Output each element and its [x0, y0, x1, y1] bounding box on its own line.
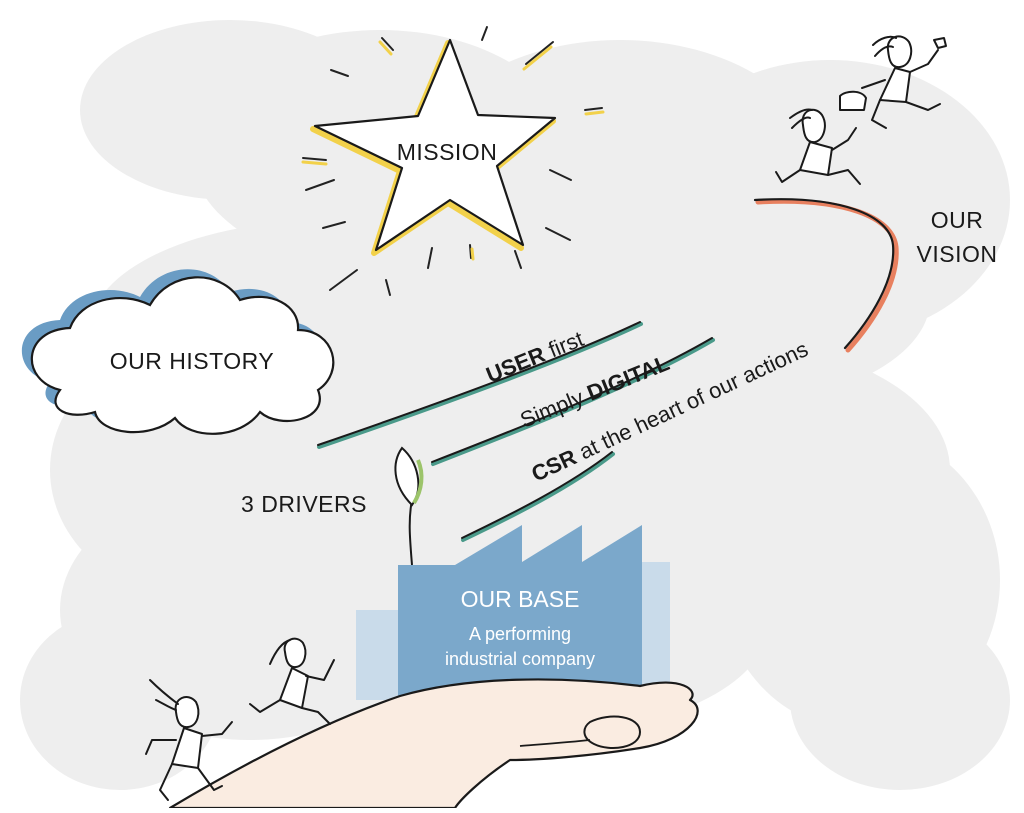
background-clouds: [20, 20, 1010, 790]
runner-figure: [775, 108, 861, 185]
history-label: OUR HISTORY: [110, 348, 274, 374]
factory: OUR BASE A performing industrial company: [356, 525, 670, 700]
runner-figure: [839, 35, 947, 129]
star-rays: [302, 26, 603, 296]
history-cloud: OUR HISTORY: [21, 269, 335, 435]
runner-figure: [249, 637, 335, 725]
vision-label-line1: OUR: [931, 207, 984, 233]
driver-lines: [317, 321, 715, 542]
runner-figures-base: [145, 637, 335, 801]
base-title: OUR BASE: [461, 586, 580, 612]
base-subtitle-line2: industrial company: [445, 649, 595, 669]
runner-figures-vision: [775, 35, 947, 185]
star-ray-highlights: [301, 40, 605, 261]
runner-figure: [145, 679, 233, 801]
hand: [168, 678, 699, 810]
vision-label-line2: VISION: [917, 241, 998, 267]
sprout: [394, 446, 424, 566]
mission-label: MISSION: [397, 139, 498, 165]
base-subtitle-line1: A performing: [469, 624, 571, 644]
drivers-label: 3 DRIVERS: [241, 491, 367, 517]
mission-star: MISSION: [301, 26, 605, 296]
vision-path: OUR VISION: [753, 198, 998, 353]
